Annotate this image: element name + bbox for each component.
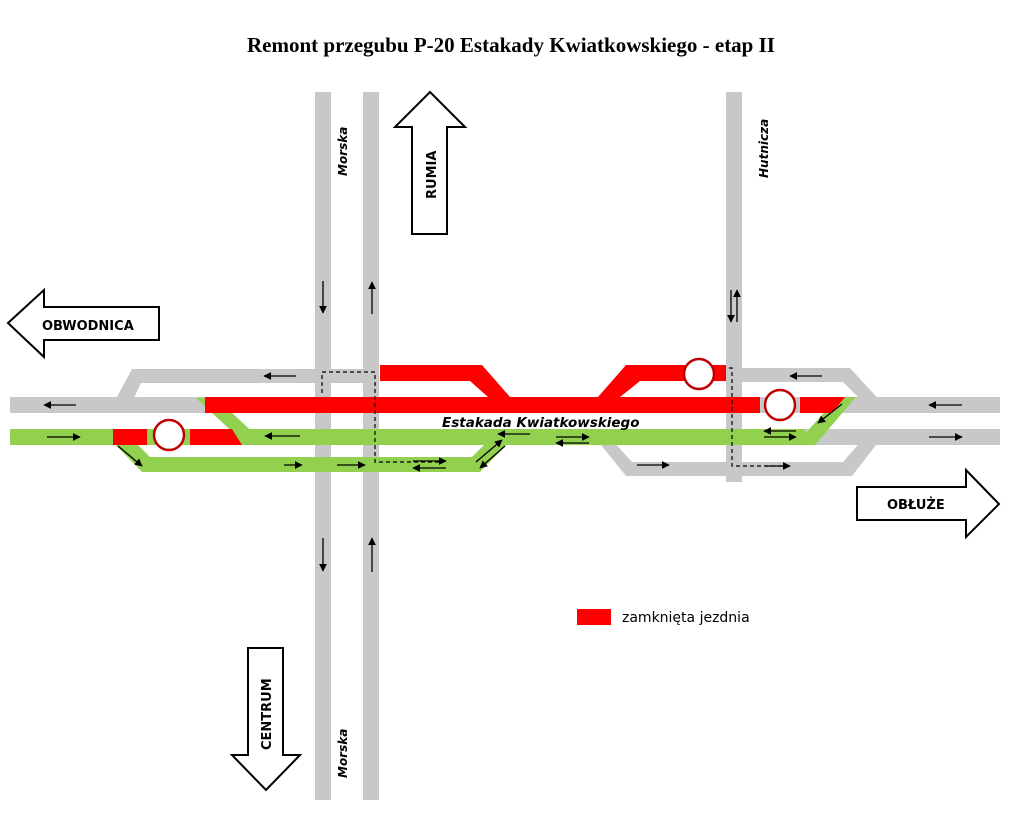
no-entry-sign-top-right xyxy=(682,357,716,391)
closed-left-eastbound-2 xyxy=(190,429,242,445)
service-road-upper-right xyxy=(742,368,884,405)
legend-closed-label: zamknięta jezdnia xyxy=(622,610,750,626)
direction-label-obwodnica: OBWODNICA xyxy=(42,319,134,334)
dashed-path-hutnicza xyxy=(729,367,790,467)
dashed-turn-paths xyxy=(321,367,790,467)
no-entry-sign-right xyxy=(763,388,797,422)
arrow-diag-right xyxy=(817,403,843,424)
direction-sign-centrum: CENTRUM xyxy=(229,647,303,792)
legend: zamknięta jezdnia xyxy=(577,609,750,626)
arrow-down-icon xyxy=(229,647,303,792)
closed-left-eastbound xyxy=(113,429,147,445)
no-entry-signs xyxy=(152,357,797,452)
hutnicza-road xyxy=(726,92,742,482)
no-entry-sign-left xyxy=(152,418,186,452)
service-road-upper-left xyxy=(112,369,372,406)
arrow-right-icon xyxy=(856,467,1001,540)
arrow-diag-up-1 xyxy=(475,439,503,463)
direction-label-obluze: OBŁUŻE xyxy=(887,497,945,513)
direction-sign-rumia: RUMIA xyxy=(392,90,468,235)
dashed-path-morska xyxy=(321,371,444,463)
street-label-hutnicza: Hutnicza xyxy=(757,119,771,178)
closed-main-westbound xyxy=(205,397,760,413)
direction-sign-obwodnica: OBWODNICA xyxy=(6,287,160,360)
street-label-estakada: Estakada Kwiatkowskiego xyxy=(442,415,639,431)
morska-road-northbound xyxy=(363,92,379,800)
arrow-up-icon xyxy=(392,90,468,235)
direction-sign-obluze: OBŁUŻE xyxy=(856,467,1001,540)
closed-right-segment xyxy=(800,397,845,413)
traffic-arrows xyxy=(43,281,963,572)
arrow-diag-lower-left xyxy=(117,445,143,467)
street-label-morska-bottom: Morska xyxy=(336,729,350,778)
direction-label-rumia: RUMIA xyxy=(425,151,440,199)
arrow-left-icon xyxy=(6,287,160,360)
morska-road-southbound xyxy=(315,92,331,800)
page-title: Remont przegubu P-20 Estakady Kwiatkowsk… xyxy=(247,33,775,57)
legend-closed-swatch xyxy=(577,609,611,625)
arrow-diag-down-1 xyxy=(479,445,506,469)
closed-upper-left-ramp xyxy=(380,365,510,397)
direction-label-centrum: CENTRUM xyxy=(260,678,275,750)
street-label-morska-top: Morska xyxy=(336,127,350,176)
